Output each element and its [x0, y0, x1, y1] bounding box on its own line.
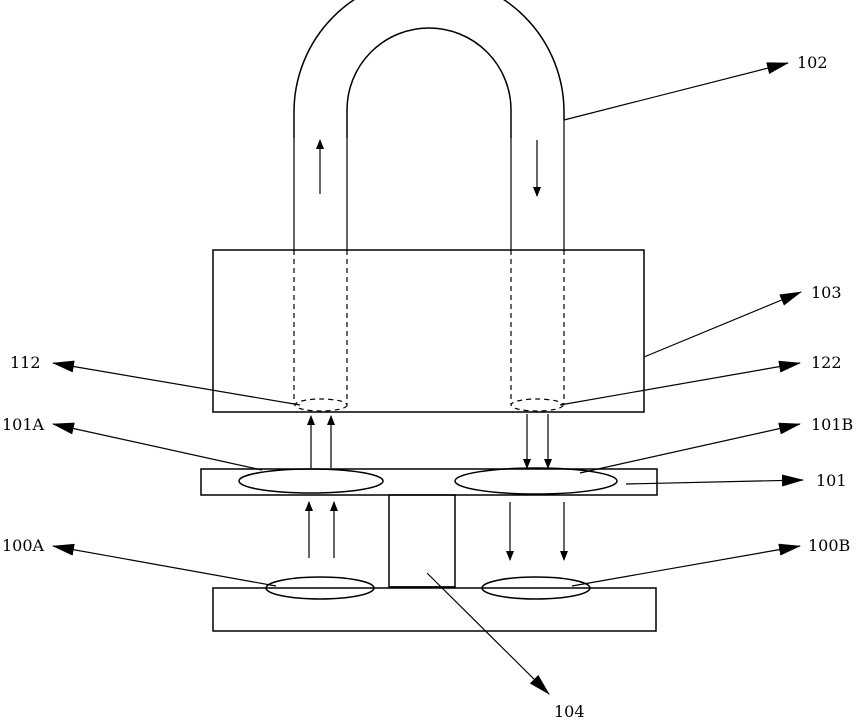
label-101B: 101B	[811, 415, 853, 434]
connector-104	[389, 495, 455, 587]
label-100A: 100A	[2, 536, 45, 555]
label-112: 112	[10, 353, 41, 372]
u-yoke-102	[294, 0, 564, 250]
block-103	[213, 250, 644, 412]
flux-arrows-lower	[309, 502, 564, 560]
label-102: 102	[797, 53, 828, 72]
pole-101A	[239, 469, 383, 493]
leader-lines	[53, 63, 803, 694]
flux-arrows-middle	[311, 414, 548, 468]
label-103: 103	[811, 283, 842, 302]
label-122: 122	[811, 353, 842, 372]
label-100B: 100B	[808, 536, 850, 555]
label-101: 101	[816, 471, 847, 490]
pole-122	[511, 399, 563, 411]
hidden-legs	[294, 250, 564, 411]
pole-101B	[455, 468, 617, 494]
pole-112	[295, 399, 347, 411]
label-101A: 101A	[2, 415, 45, 434]
base-100	[213, 588, 656, 631]
label-104: 104	[554, 702, 585, 721]
